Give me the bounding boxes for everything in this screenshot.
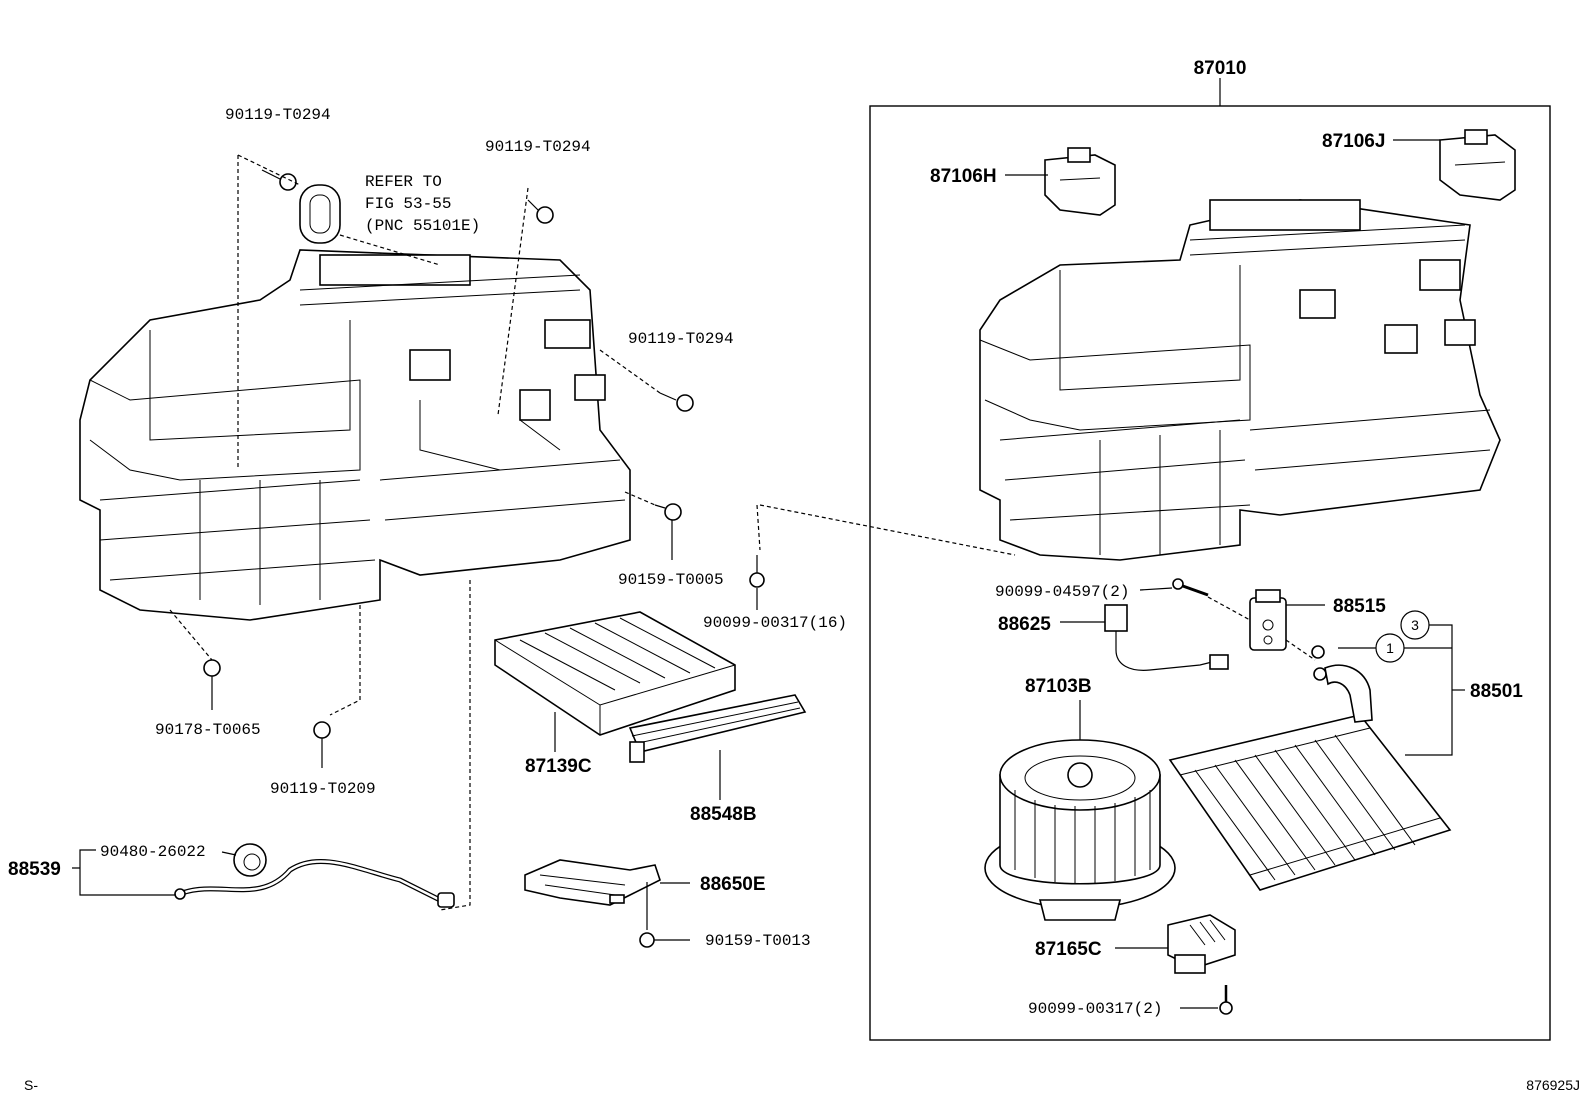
label-87165c: 87165C <box>1035 939 1102 960</box>
bolt-90119-c <box>659 392 694 412</box>
label-fig: FIG 53-55 <box>365 195 451 213</box>
actuator-87106j <box>1439 129 1516 201</box>
label-90119-t0294-a: 90119-T0294 <box>225 106 331 124</box>
heater-unit-right <box>979 199 1501 561</box>
label-88515: 88515 <box>1333 596 1386 617</box>
label-90119-t0294-b: 90119-T0294 <box>485 138 591 156</box>
sensor-88650e <box>524 859 661 948</box>
screw-90099-00317-16 <box>749 555 765 588</box>
label-87139c: 87139C <box>525 756 592 777</box>
label-87106h: 87106H <box>930 166 997 187</box>
actuator-87106h <box>1044 147 1116 216</box>
grommet-90480 <box>233 843 267 877</box>
bolt-90099-04597 <box>1172 578 1209 597</box>
label-88650e: 88650E <box>700 874 766 895</box>
label-pnc: (PNC 55101E) <box>365 217 480 235</box>
assembly-frame-87010 <box>869 105 1551 1041</box>
filter-88548b <box>628 694 807 800</box>
label-90119-t0209: 90119-T0209 <box>270 780 376 798</box>
resistor-87165c <box>1167 914 1236 974</box>
label-90099-00317-2: 90099-00317(2) <box>1028 1000 1162 1018</box>
label-90159-t0013: 90159-T0013 <box>705 932 811 950</box>
footer-figure-id: 876925J <box>1526 1077 1580 1093</box>
bolt-90119-a <box>261 169 297 191</box>
screw-90099-00317-2 <box>1219 985 1233 1015</box>
label-90159-t0005: 90159-T0005 <box>618 571 724 589</box>
footer-left-code: S- <box>24 1077 38 1093</box>
label-88539: 88539 <box>8 859 61 880</box>
label-88625: 88625 <box>998 614 1051 635</box>
evaporator-88501 <box>1168 664 1452 891</box>
label-90178-t0065: 90178-T0065 <box>155 721 261 739</box>
valve-88515 <box>1249 589 1287 651</box>
bolt-90159-t0005 <box>654 503 682 521</box>
label-90099-00317-16: 90099-00317(16) <box>703 614 847 632</box>
label-87103b: 87103B <box>1025 676 1092 697</box>
bolt-90119-b <box>527 199 554 224</box>
filter-87139c <box>494 611 736 752</box>
callout-3: 3 <box>1411 617 1419 633</box>
callout-1: 1 <box>1386 640 1394 656</box>
blower-87103b <box>984 739 1176 921</box>
heater-unit-left <box>79 249 631 621</box>
label-90119-t0294-c: 90119-T0294 <box>628 330 734 348</box>
bolt-90119-t0209 <box>313 721 331 768</box>
grommet-refer <box>299 184 341 244</box>
label-88501: 88501 <box>1470 681 1523 702</box>
label-88548b: 88548B <box>690 804 757 825</box>
hose-88539 <box>174 858 455 908</box>
label-90099-04597: 90099-04597(2) <box>995 583 1129 601</box>
label-90480-26022: 90480-26022 <box>100 843 206 861</box>
sensor-88625 <box>1104 604 1229 671</box>
label-refer-to: REFER TO <box>365 173 442 191</box>
nut-90178 <box>203 659 221 710</box>
label-87010: 87010 <box>1194 58 1247 79</box>
label-87106j: 87106J <box>1322 131 1385 152</box>
